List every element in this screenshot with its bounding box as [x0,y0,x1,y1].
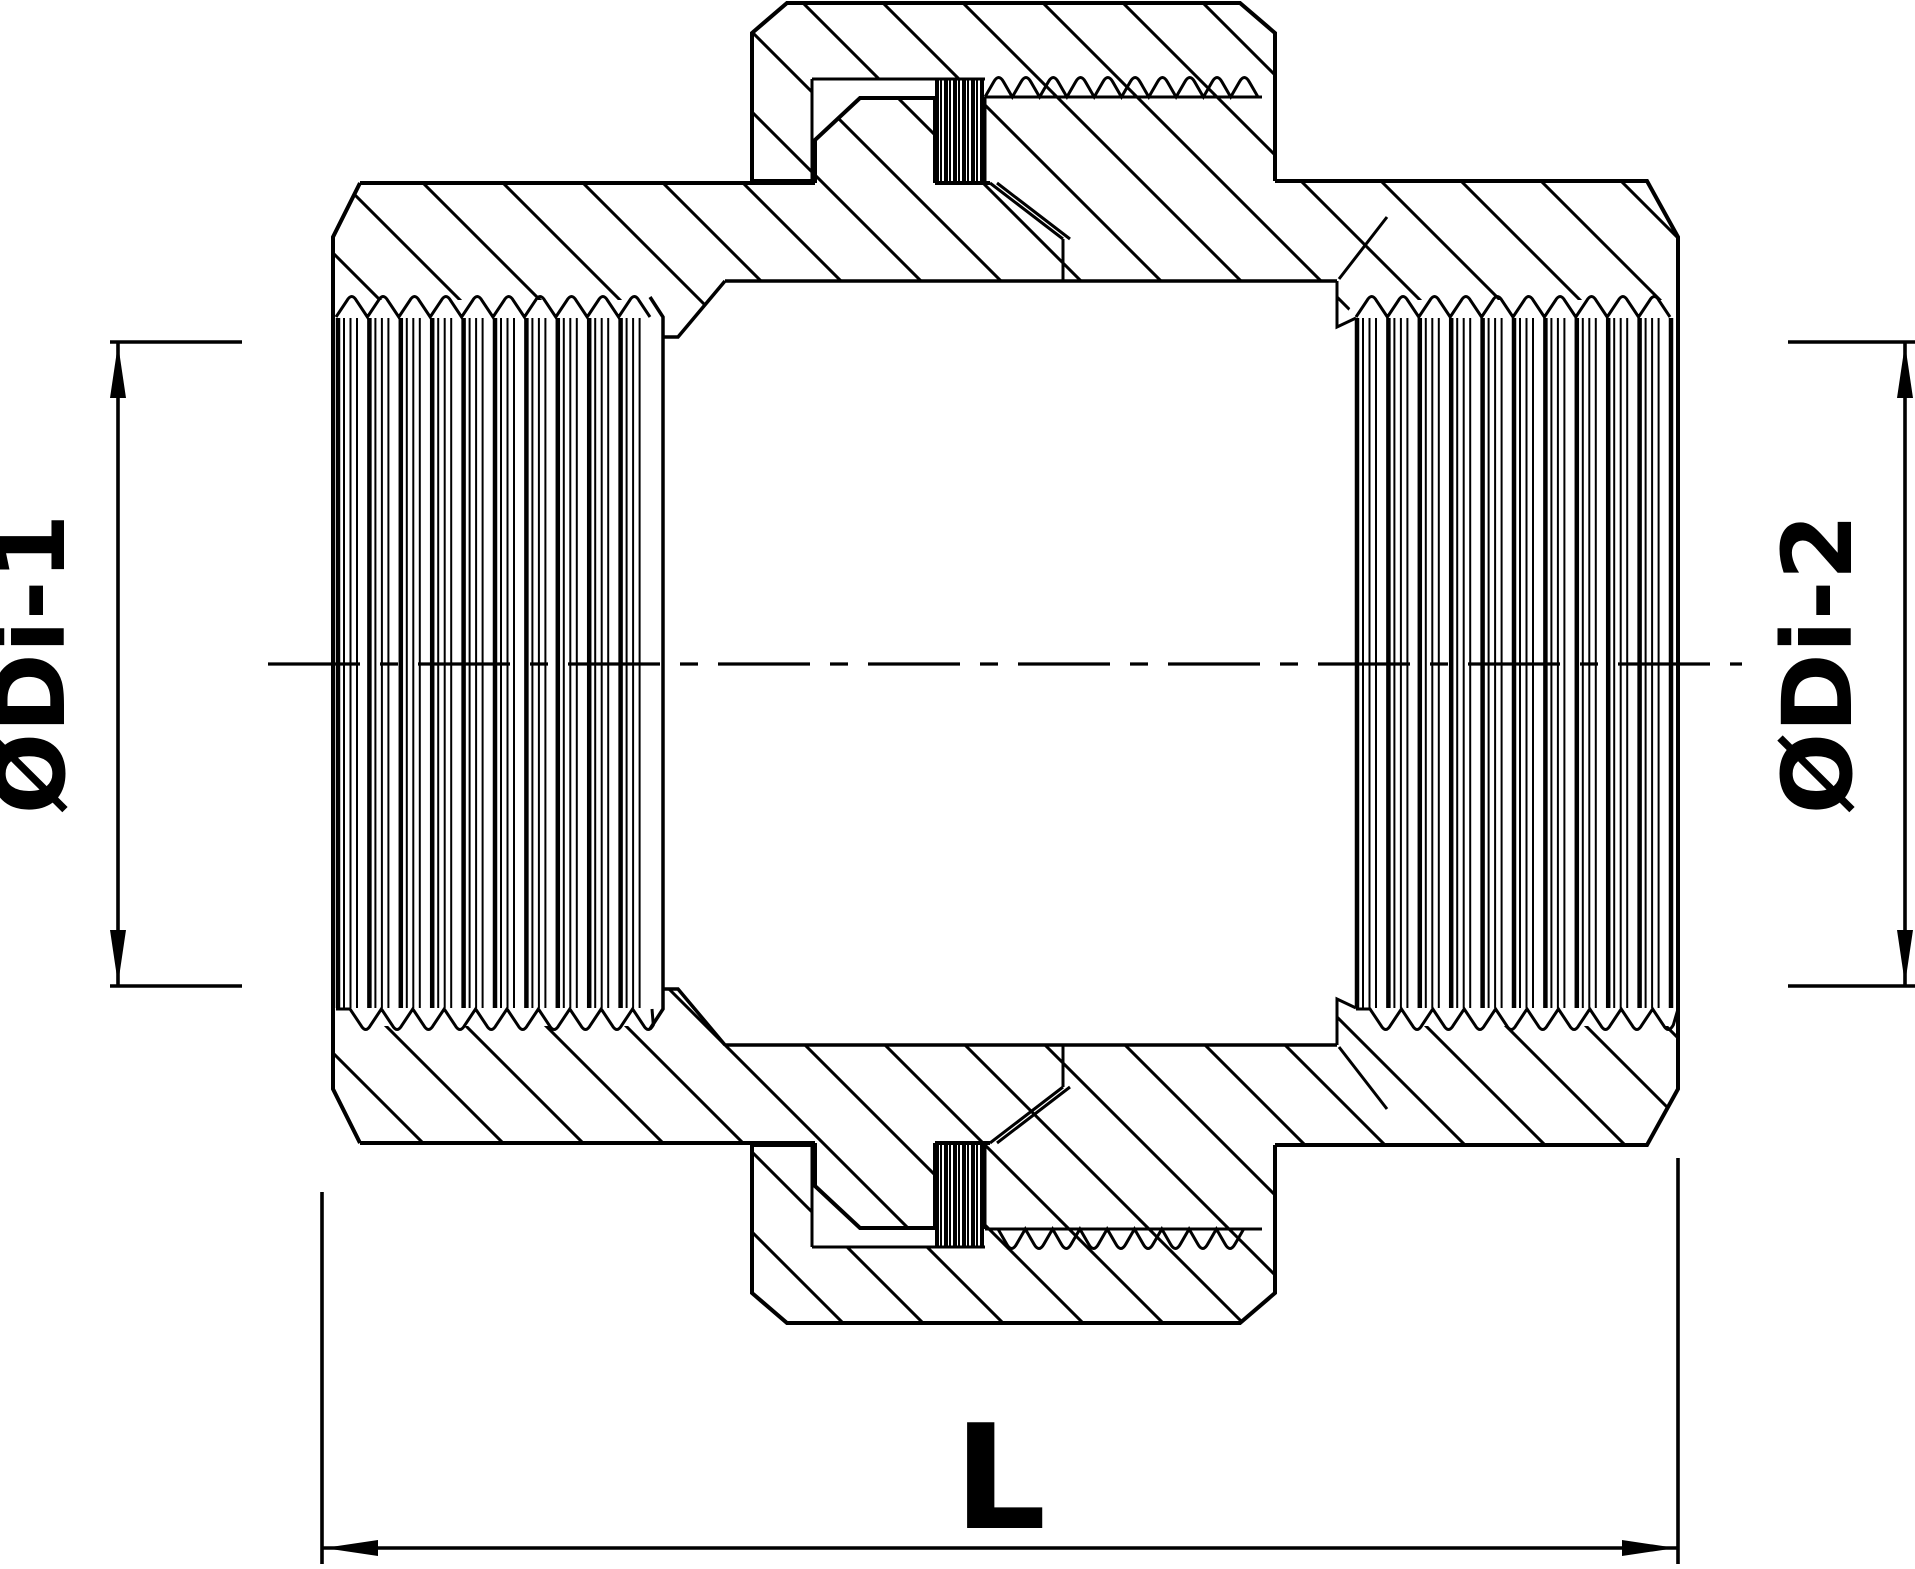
bore-lines [648,279,1337,1047]
right-body-lower-section [985,999,1678,1229]
right-body-collar-faces [983,95,1262,1231]
dimension-di2 [1788,340,1915,988]
union-nut-outline [750,1,1277,1325]
thread-profiles [334,76,1680,1250]
union-nut-bore-lines [810,77,985,1249]
di2-label: ØDi-2 [1762,514,1874,815]
di1-extension-lines [110,340,242,988]
left-thread-crests-top [334,295,652,320]
right-body-upper-section [985,97,1678,327]
l-extension-lines [320,1158,1680,1564]
di2-arrow-down [1897,930,1913,984]
seat-cone-lines [989,181,1071,1145]
left-thread-crests-bottom [336,1006,655,1031]
right-thread-crests-bottom [1356,1006,1680,1031]
l-arrow-left [324,1540,378,1556]
di2-extension-lines [1788,340,1915,988]
left-body-lower-section [333,989,1063,1228]
dimension-di1 [110,340,242,988]
l-label: L [954,1394,1046,1563]
nut-thread-runout-top [935,80,984,181]
nut-thread-engagement-top [983,76,1260,101]
nut-thread-engagement-bottom [985,1225,1245,1250]
right-thread-crests-top [1354,295,1672,320]
right-mouth-details [1335,216,1389,1110]
union-nut-lower-section [752,1145,1275,1323]
di1-arrow-up [110,344,126,398]
hatched-sections [333,3,1678,1323]
nut-thread-runout-bottom [935,1145,984,1246]
l-arrow-right [1622,1540,1676,1556]
di1-arrow-down [110,930,126,984]
left-body-upper-section [333,98,1063,337]
di2-arrow-up [1897,344,1913,398]
dimension-length [320,1158,1680,1564]
di1-label: ØDi-1 [0,514,87,815]
